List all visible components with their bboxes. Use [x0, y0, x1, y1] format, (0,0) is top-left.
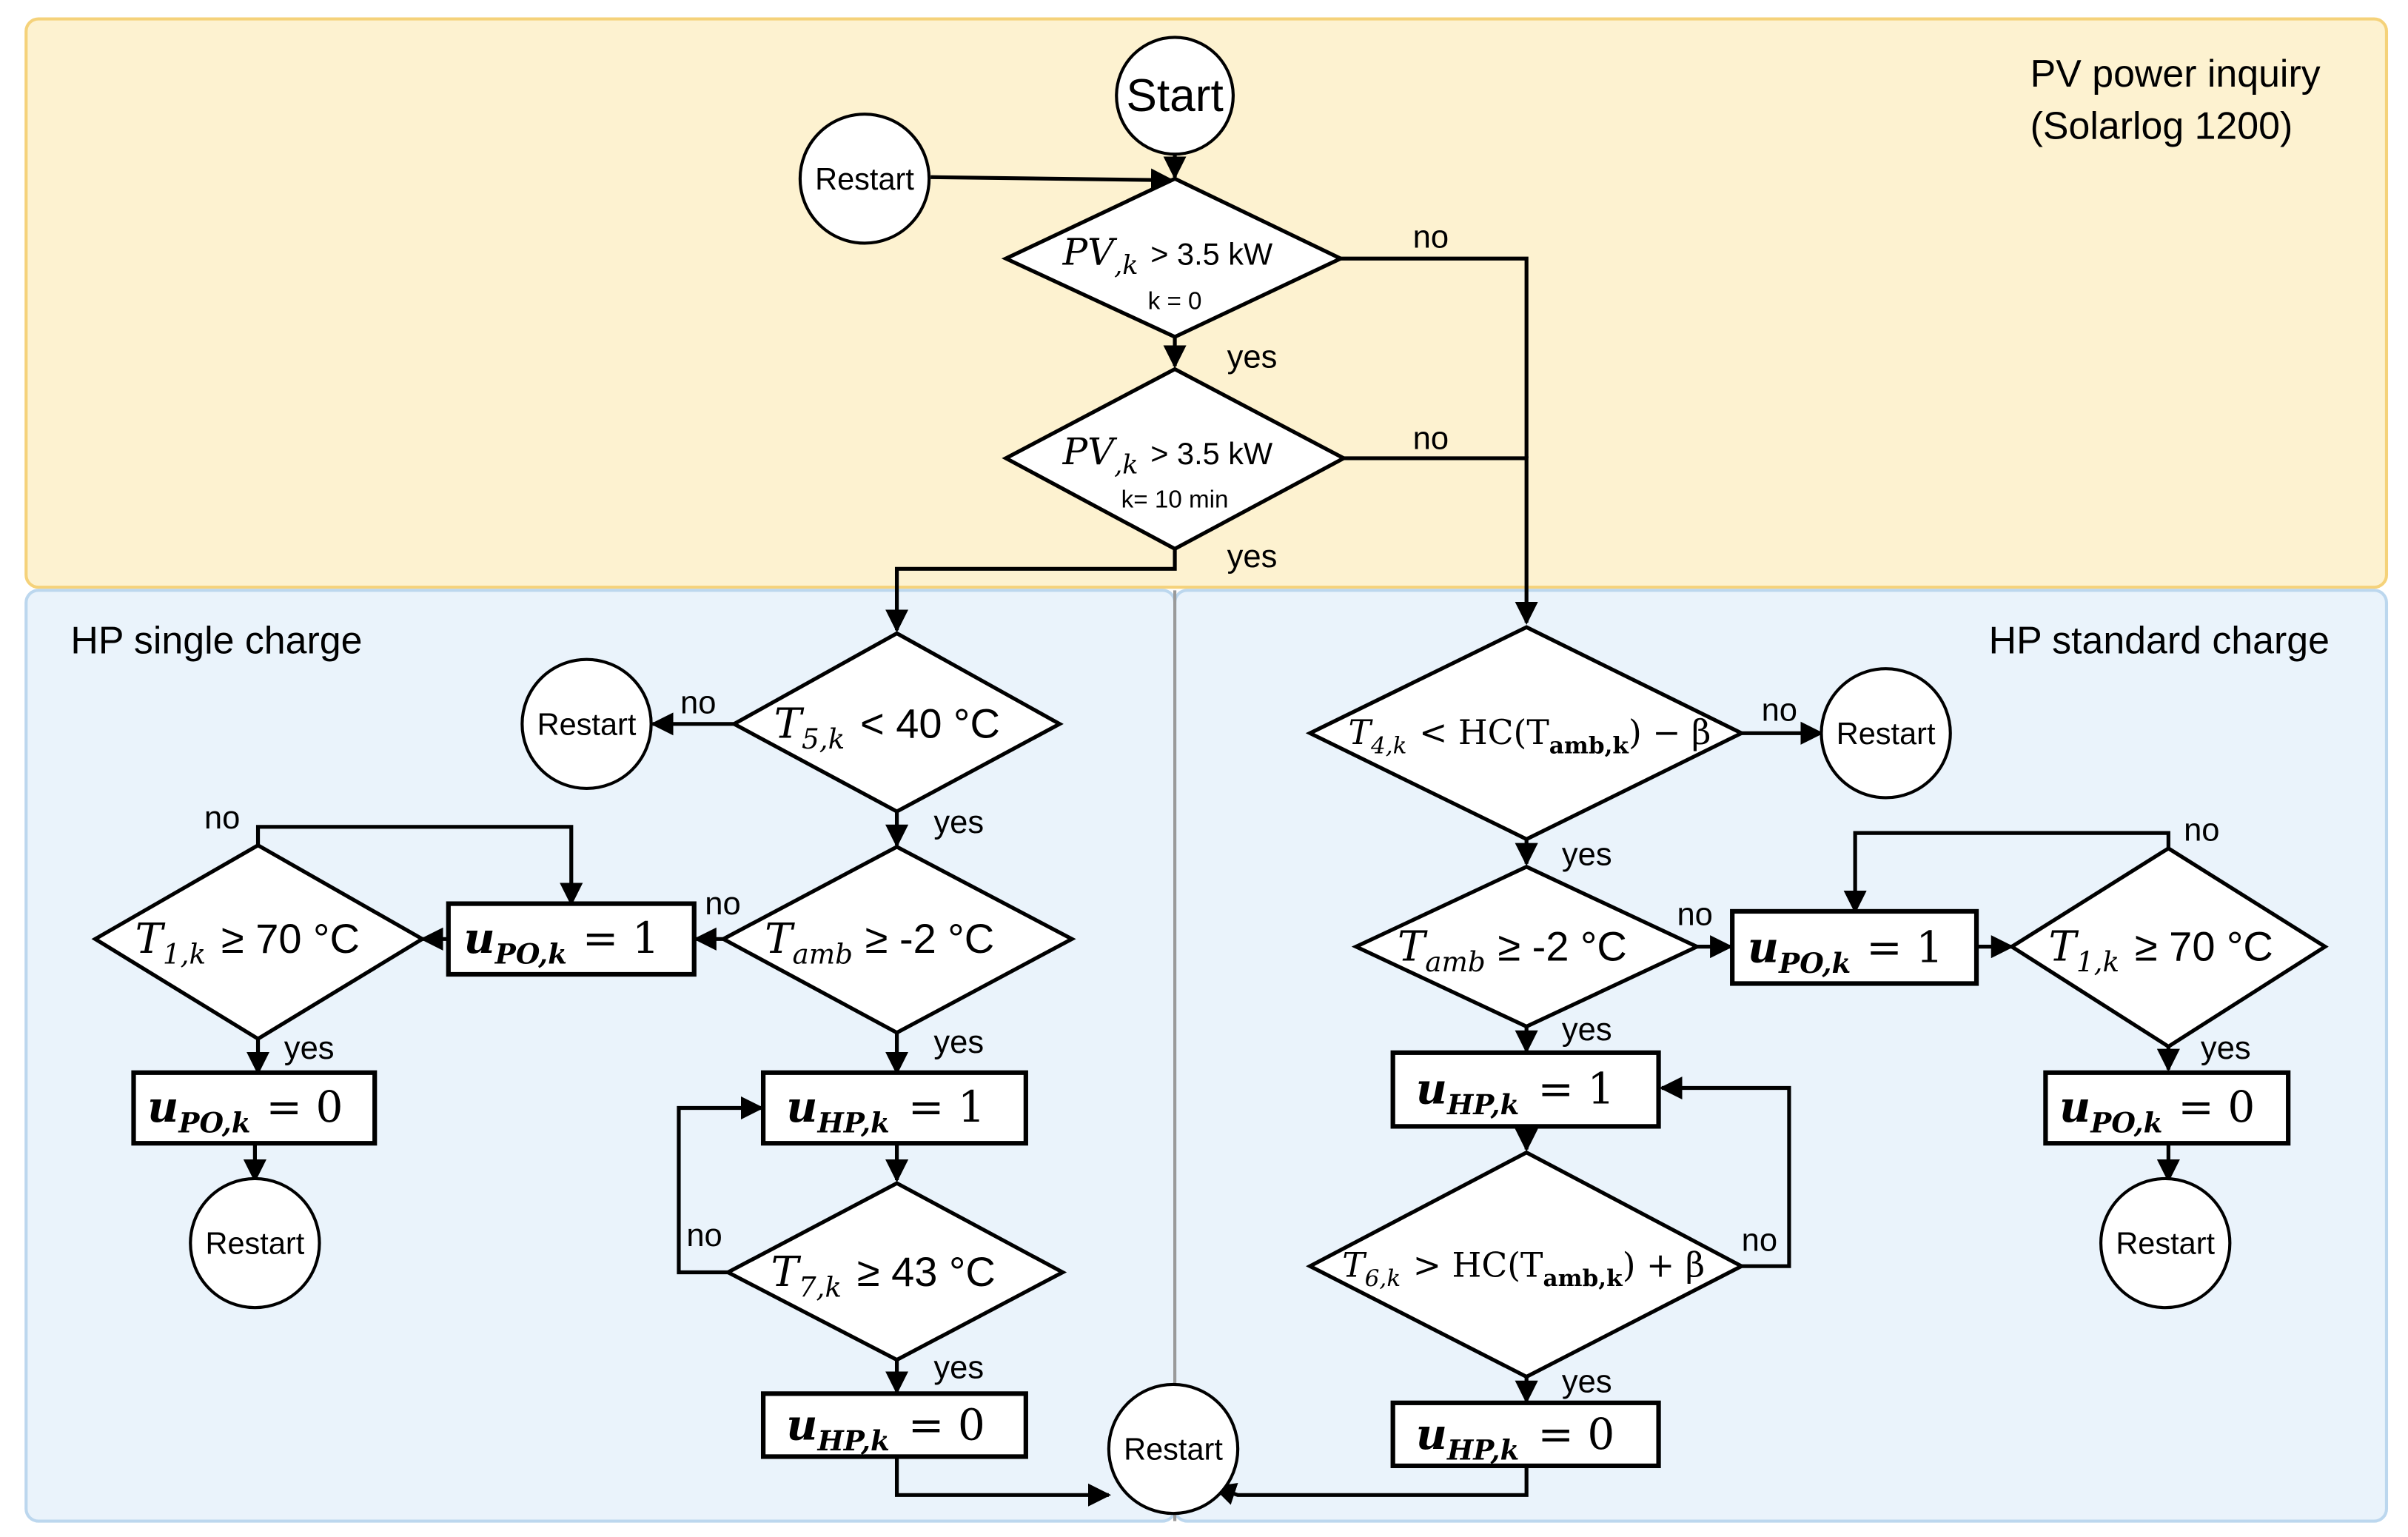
standard-charge-title: HP standard charge — [1989, 618, 2330, 661]
start-label: Start — [1126, 70, 1223, 121]
branch-labels: no yes no yes no yes no no yes yes no ye… — [204, 220, 2251, 1400]
t6-no-label: no — [1742, 1222, 1777, 1258]
decision-t1-std-formula: T1,k≥ 70 °C — [2049, 922, 2273, 978]
process-uhp1-single-formula: uHP,k= 1 — [786, 1081, 985, 1139]
decision-pv1-formula: PV,k> 3.5 kW — [1062, 231, 1273, 281]
t5-yes-label: yes — [933, 805, 984, 840]
process-upo0-single: uPO,k= 0 — [131, 1070, 378, 1146]
decision-tamb-single-formula: Tamb≥ -2 °C — [765, 915, 994, 971]
single-charge-title: HP single charge — [70, 618, 362, 661]
t7-yes-label: yes — [933, 1350, 984, 1386]
pv-region-subtitle: (Solarlog 1200) — [2030, 104, 2293, 147]
start-terminal: Start — [1115, 36, 1235, 156]
t7-no-label: no — [686, 1218, 722, 1253]
decision-tamb-single: Tamb≥ -2 °C — [719, 844, 1076, 1035]
process-upo0-std: uPO,k= 0 — [2043, 1070, 2291, 1146]
decision-t4-formula: T4,k< HC(Tamb,k) − β — [1349, 713, 1711, 759]
tamb-single-yes-label: yes — [933, 1025, 984, 1060]
pv1-yes-label: yes — [1227, 340, 1278, 375]
tamb-single-no-label: no — [705, 886, 740, 922]
t7-no-line — [677, 1096, 765, 1275]
restart-label: Restart — [1837, 716, 1936, 751]
decision-tamb-std-formula: Tamb≥ -2 °C — [1398, 922, 1627, 978]
restart-terminal-t5: Restart — [520, 657, 653, 791]
decision-t7-formula: T7,k≥ 43 °C — [771, 1248, 995, 1304]
t1-std-no-label: no — [2184, 813, 2219, 848]
process-uhp1-std: uHP,k= 1 — [1390, 1050, 1661, 1129]
process-upo1-single: uPO,k= 1 — [446, 901, 697, 977]
pv1-no-label: no — [1413, 220, 1449, 255]
decision-t5-formula: T5,k< 40 °C — [774, 700, 1000, 756]
decision-t7: T7,k≥ 43 °C — [723, 1181, 1067, 1362]
t1-single-no-label: no — [204, 800, 240, 836]
restart-to-pv1 — [930, 168, 1175, 192]
process-upo1-std-formula: uPO,k= 1 — [1748, 921, 1943, 980]
restart-terminal-top: Restart — [798, 113, 931, 245]
restart-label: Restart — [2116, 1226, 2215, 1261]
process-uhp1-single: uHP,k= 1 — [760, 1070, 1028, 1146]
t4-no-label: no — [1762, 693, 1797, 729]
process-uhp0-single: uHP,k= 0 — [760, 1391, 1028, 1459]
decision-pv1-note: k = 0 — [1148, 288, 1202, 315]
decision-t1-std: T1,k≥ 70 °C — [2008, 845, 2329, 1049]
decision-pv2-note: k= 10 min — [1121, 486, 1229, 513]
process-uhp0-std: uHP,k= 0 — [1390, 1400, 1661, 1468]
decision-t6: T6,k> HC(Tamb,k) + β — [1306, 1150, 1746, 1379]
process-upo1-single-formula: uPO,k= 1 — [464, 912, 660, 971]
decision-pv1: PV,k> 3.5 kW k = 0 — [1001, 176, 1346, 339]
pv-region-title: PV power inquiry — [2030, 52, 2321, 95]
decision-pv2-formula: PV,k> 3.5 kW — [1062, 430, 1273, 480]
process-uhp1-std-formula: uHP,k= 1 — [1416, 1062, 1615, 1121]
restart-terminal-bottom: Restart — [1107, 1382, 1240, 1516]
pv2-yes-line — [885, 549, 1177, 633]
restart-terminal-t4: Restart — [1820, 667, 1952, 800]
uhp0-single-to-restart-line — [894, 1456, 1111, 1507]
tamb-std-no-label: no — [1677, 897, 1712, 933]
decision-t4: T4,k< HC(Tamb,k) − β — [1305, 625, 1746, 842]
restart-terminal-single-po: Restart — [189, 1176, 321, 1310]
t4-yes-label: yes — [1562, 837, 1612, 873]
decision-t5: T5,k< 40 °C — [730, 631, 1064, 814]
restart-label: Restart — [1124, 1432, 1223, 1467]
process-upo1-std: uPO,k= 1 — [1730, 908, 1979, 986]
t5-no-label: no — [680, 685, 716, 720]
t1-single-yes-label: yes — [284, 1031, 335, 1066]
t1-std-no-line — [1843, 831, 2170, 914]
pv2-no-line — [1344, 456, 1538, 626]
restart-label: Restart — [815, 161, 914, 196]
decision-pv2: PV,k> 3.5 kW k= 10 min — [1002, 366, 1348, 552]
tamb-std-yes-label: yes — [1562, 1012, 1612, 1048]
restart-label: Restart — [537, 706, 637, 741]
decision-t1-single: T1,k≥ 70 °C — [91, 843, 426, 1042]
process-uhp0-single-formula: uHP,k= 0 — [786, 1399, 985, 1458]
t1-std-yes-label: yes — [2201, 1031, 2251, 1066]
decision-tamb-std: Tamb≥ -2 °C — [1351, 864, 1702, 1029]
process-upo0-std-formula: uPO,k= 0 — [2059, 1081, 2255, 1139]
pv2-yes-label: yes — [1227, 539, 1278, 575]
process-upo0-single-formula: uPO,k= 0 — [147, 1081, 343, 1139]
t6-no-line — [1659, 1076, 1791, 1268]
process-uhp0-std-formula: uHP,k= 0 — [1416, 1408, 1615, 1467]
uhp0-std-to-restart-line — [1213, 1465, 1529, 1505]
connectors — [243, 154, 2180, 1507]
decision-t6-formula: T6,k> HC(Tamb,k) + β — [1342, 1246, 1705, 1292]
restart-label: Restart — [206, 1226, 305, 1261]
restart-terminal-std-po: Restart — [2099, 1176, 2232, 1310]
pv2-no-label: no — [1413, 421, 1449, 456]
decision-t1-single-formula: T1,k≥ 70 °C — [135, 915, 360, 971]
t6-yes-label: yes — [1562, 1364, 1612, 1399]
pv1-no-line — [1341, 256, 1529, 458]
t1-single-no-line — [255, 825, 583, 906]
